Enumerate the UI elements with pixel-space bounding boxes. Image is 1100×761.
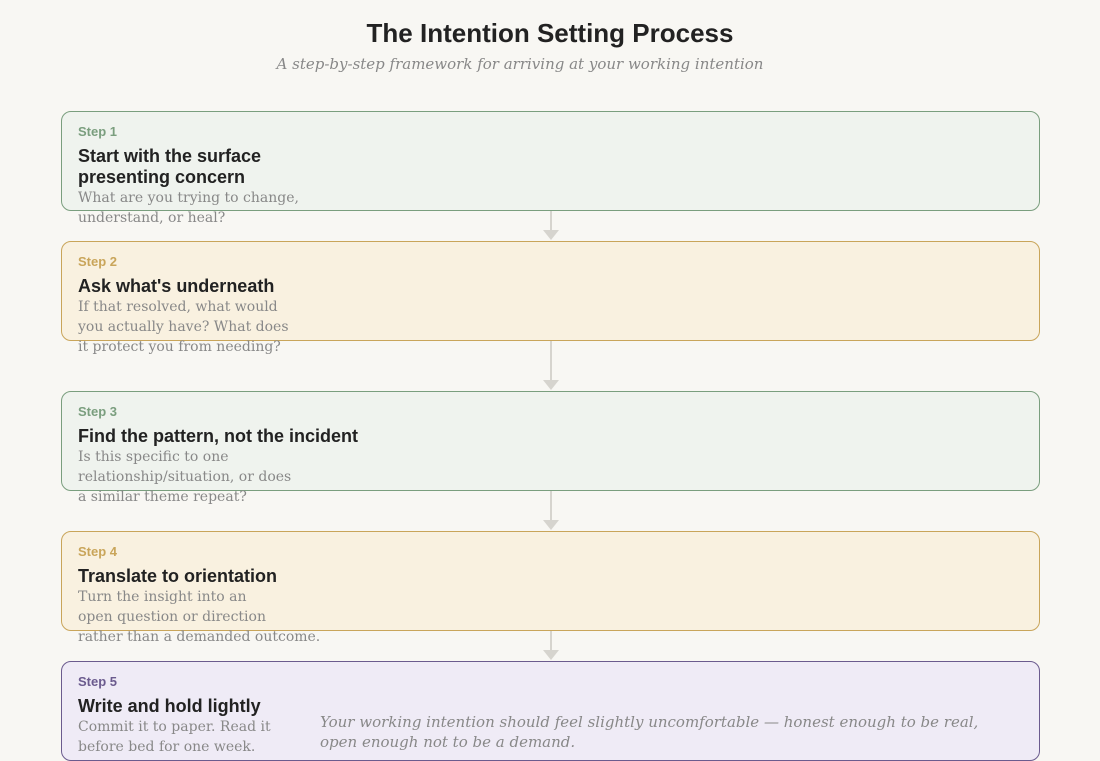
- step-label: Step 1: [78, 124, 118, 139]
- step-description-line: Turn the insight into an: [78, 589, 247, 605]
- arrow-down-icon: [543, 211, 559, 240]
- step-title-line: presenting concern: [78, 167, 246, 187]
- step-description-line: If that resolved, what would: [78, 299, 278, 315]
- step-description-line: it protect you from needing?: [78, 339, 281, 355]
- step-box-3: Step 3 Find the pattern, not the incident…: [61, 391, 1040, 505]
- step-label: Step 3: [78, 404, 118, 419]
- step-content: Step 3 Find the pattern, not the incident…: [78, 404, 358, 507]
- step-description: Turn the insight into an open question or…: [78, 587, 320, 647]
- step-description-line: What are you trying to change,: [78, 190, 299, 206]
- step-title-line: Write and hold lightly: [78, 696, 261, 716]
- step-title: Ask what's underneath: [78, 276, 289, 297]
- step-title: Write and hold lightly: [78, 696, 271, 717]
- step-description-line: you actually have? What does: [78, 319, 289, 335]
- footer-note: Your working intention should feel sligh…: [320, 713, 979, 751]
- step-title-line: Find the pattern, not the incident: [78, 426, 358, 446]
- step-label: Step 5: [78, 674, 118, 689]
- arrow-down-icon: [543, 341, 559, 390]
- step-description: What are you trying to change, understand…: [78, 188, 299, 228]
- step-label: Step 2: [78, 254, 118, 269]
- step-title-line: Ask what's underneath: [78, 276, 275, 296]
- step-description-line: relationship/situation, or does: [78, 469, 292, 485]
- step-title-line: Start with the surface: [78, 146, 262, 166]
- step-description: Commit it to paper. Read it before bed fo…: [78, 717, 271, 757]
- step-description-line: Is this specific to one: [78, 449, 229, 465]
- step-label: Step 4: [78, 544, 118, 559]
- step-description: Is this specific to one relationship/situ…: [78, 447, 358, 507]
- step-description-line: before bed for one week.: [78, 739, 256, 755]
- step-description-line: rather than a demanded outcome.: [78, 629, 321, 645]
- step-title: Translate to orientation: [78, 566, 320, 587]
- step-title: Find the pattern, not the incident: [78, 426, 358, 447]
- step-description-line: understand, or heal?: [78, 210, 226, 226]
- step-description-line: a similar theme repeat?: [78, 489, 247, 505]
- arrow-down-icon: [543, 491, 559, 530]
- arrow-down-icon: [543, 631, 559, 660]
- page-subtitle: A step-by-step framework for arriving at…: [276, 55, 764, 73]
- step-description-line: open question or direction: [78, 609, 266, 625]
- step-description: If that resolved, what would you actually…: [78, 297, 289, 357]
- step-description-line: Commit it to paper. Read it: [78, 719, 271, 735]
- page-title: The Intention Setting Process: [366, 18, 734, 48]
- step-title-line: Translate to orientation: [78, 566, 278, 586]
